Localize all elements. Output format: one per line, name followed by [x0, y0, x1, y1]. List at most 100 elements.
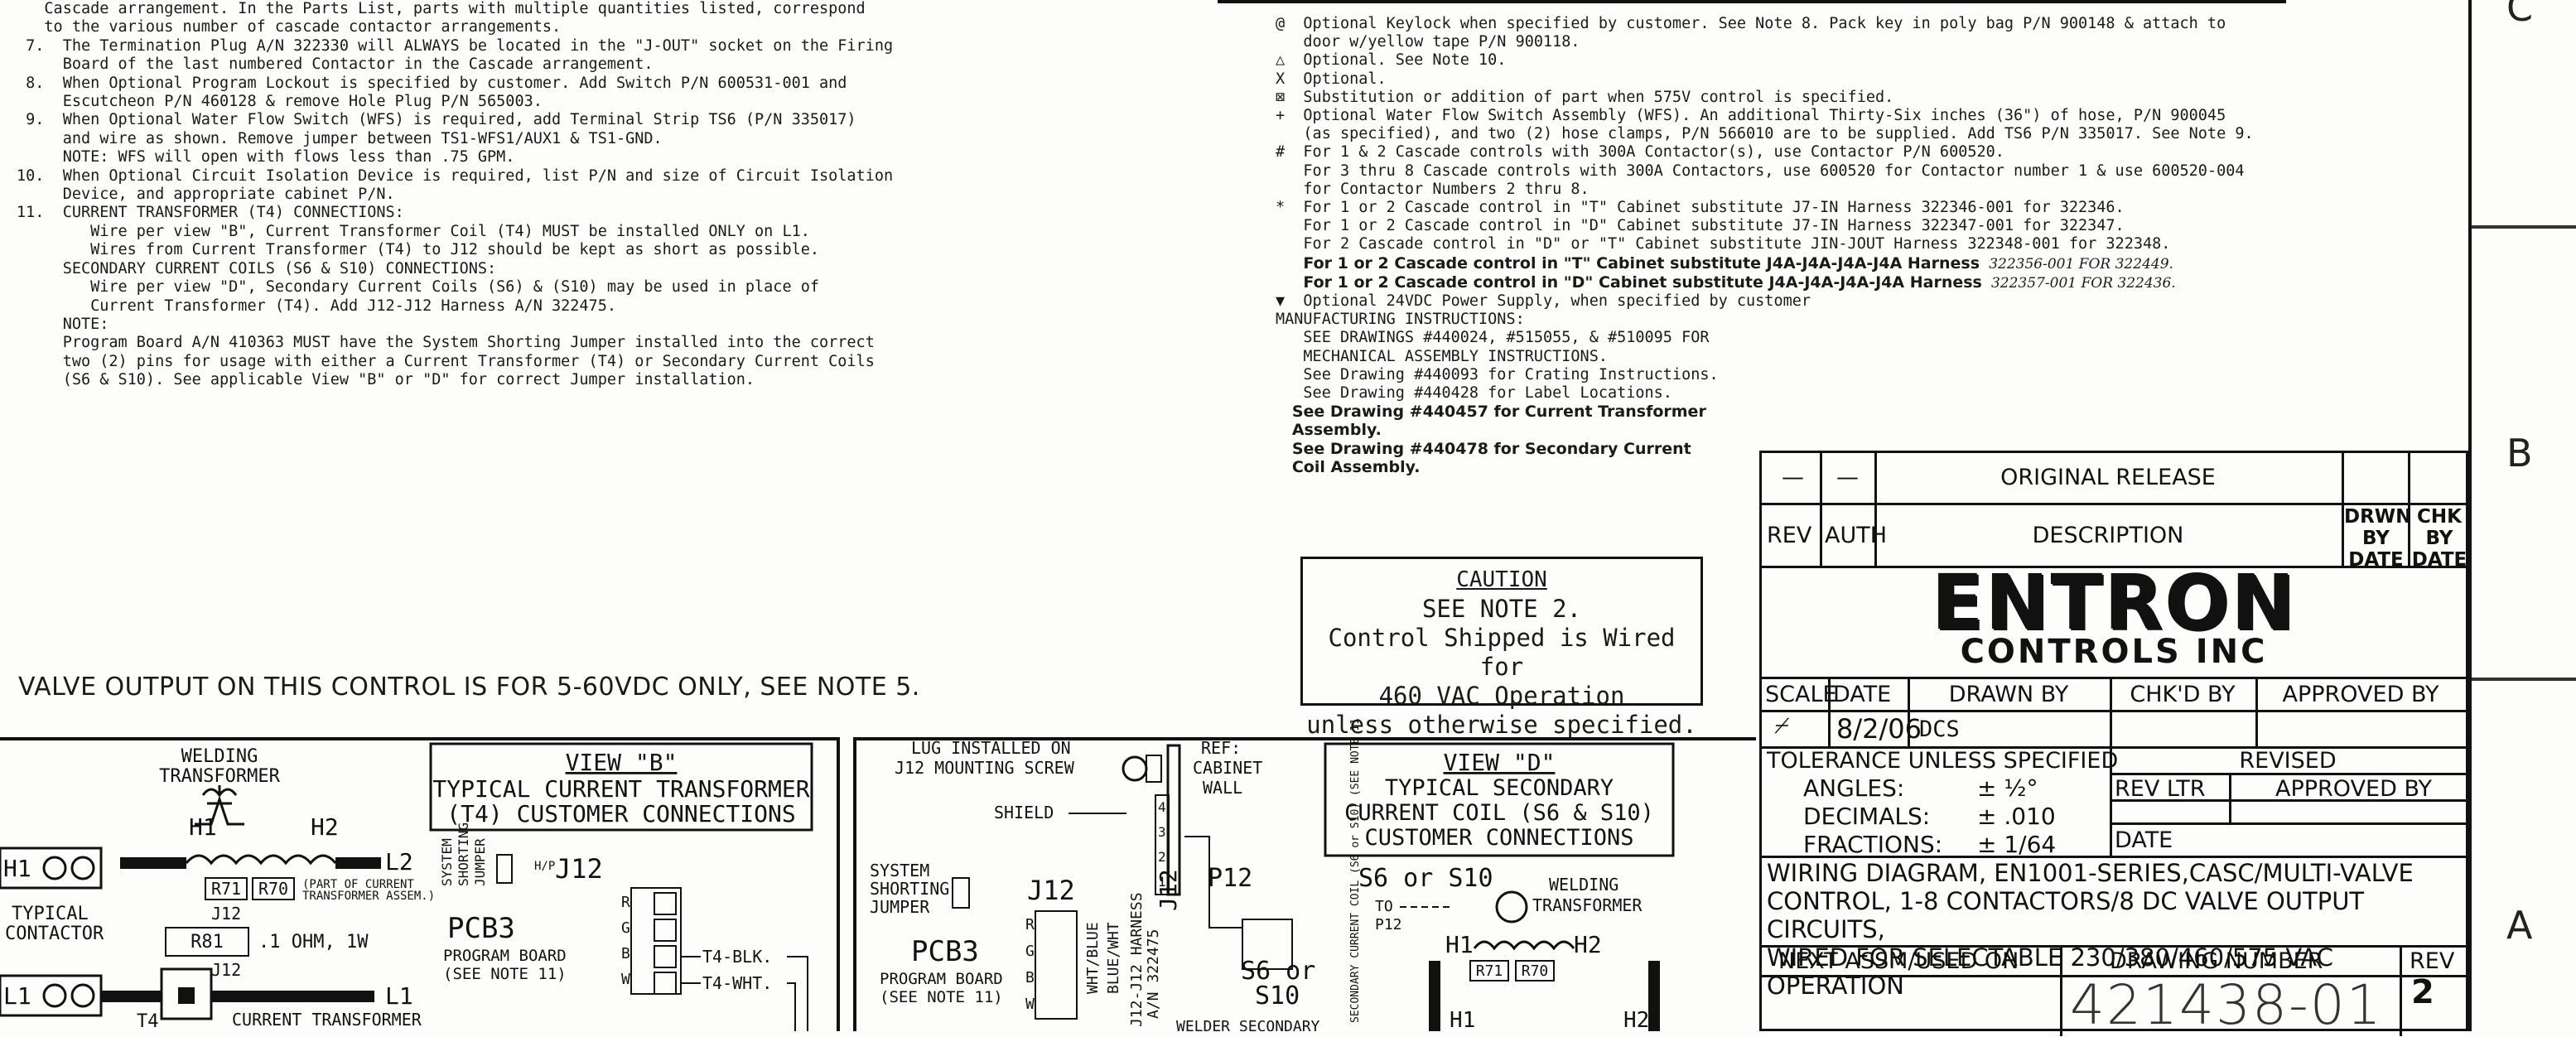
handwritten-note: 322356-001 FOR 322449. [1989, 255, 2173, 273]
transformer-label: TRANSFORMER [1532, 895, 1643, 915]
secondary-bar [120, 857, 186, 869]
h1-terminal-label: H1 [3, 855, 31, 882]
title-line: WIRED FOR SELECTABLE 230/380/460/575 VAC… [1767, 943, 2333, 1000]
scale-value: ⌿ [1773, 713, 1787, 739]
caution-title: CAUTION [1456, 567, 1547, 592]
by-label: BY [2425, 528, 2453, 549]
date-label: DATE [2348, 549, 2404, 571]
note-line: Cascade arrangement. In the Parts List, … [17, 0, 866, 17]
ref-label: REF: [1201, 738, 1241, 758]
s10-label: S10 [1255, 982, 1300, 1010]
view-b-title: VIEW "B" [566, 749, 678, 776]
chk-label: CHK [2417, 506, 2462, 528]
ref-label: WALL [1203, 778, 1242, 798]
logo-sub: CONTROLS INC [1960, 633, 2268, 671]
legend-bold-line: For 1 or 2 Cascade control in "D" Cabine… [1276, 273, 2369, 292]
date-label: DATE [2411, 549, 2467, 571]
ref-label: CABINET [1193, 758, 1262, 778]
note-line: to the various number of cascade contact… [17, 18, 562, 36]
note-line: Current Transformer (T4). Add J12-J12 Ha… [17, 297, 616, 315]
note-line: SECONDARY CURRENT COILS (S6 & S10) CONNE… [17, 259, 497, 277]
valve-output-note: VALVE OUTPUT ON THIS CONTROL IS FOR 5-60… [18, 673, 920, 702]
note-line: 10. When Optional Circuit Isolation Devi… [17, 166, 894, 185]
title-line: WIRING DIAGRAM, EN1001-SERIES,CASC/MULTI… [1767, 859, 2414, 887]
chkd-by-header: CHK'D BY [2130, 682, 2236, 707]
legend-line: SEE DRAWINGS #440024, #515055, & #510095… [1276, 329, 1710, 347]
jumper-label: JUMPER [472, 838, 488, 886]
note-line: Wire per view "B", Current Transformer C… [17, 222, 810, 240]
note-line: 7. The Termination Plug A/N 322330 will … [17, 36, 894, 55]
legend-line: See Drawing #440428 for Label Locations. [1276, 384, 1672, 403]
pin-4: 4 [1158, 799, 1166, 815]
approved-by-header: APPROVED BY [2282, 682, 2439, 707]
program-board-label: PROGRAM BOARD [880, 970, 1003, 988]
drwn-label: DRWN [2344, 506, 2412, 528]
t4-blk-label: T4-BLK. [702, 947, 772, 967]
j12-wire-label: J12 [211, 960, 241, 980]
pin-g: G [621, 919, 630, 937]
shorting-label: SHORTING [456, 822, 471, 886]
part-of-ct-label: TRANSFORMER ASSEM.) [302, 890, 435, 903]
legend-line: See Drawing #440478 for Secondary Curren… [1276, 439, 1691, 458]
p12-label: P12 [1375, 916, 1402, 933]
legend-line: * For 1 or 2 Cascade control in "T" Cabi… [1276, 199, 2125, 217]
ohm-label: .1 OHM, 1W [258, 932, 369, 953]
description-header: DESCRIPTION [2032, 523, 2184, 548]
j12-header: J12 [555, 853, 603, 885]
to-label: TO [1375, 898, 1393, 915]
note-line: 9. When Optional Water Flow Switch (WFS)… [17, 111, 856, 129]
legend-line: @ Optional Keylock when specified by cus… [1276, 15, 2226, 32]
coil-note: SECONDARY CURRENT COIL (S6 or S10) (SEE … [1349, 712, 1362, 1023]
view-d-diagram: LUG INSTALLED ON J12 MOUNTING SCREW REF:… [870, 712, 1675, 1031]
note-line: Board of the last numbered Contactor in … [17, 55, 654, 74]
h2-secondary-label: H2 [1623, 1008, 1649, 1031]
decimals-label: DECIMALS: [1803, 803, 1931, 830]
view-b-diagram: WELDING TRANSFORMER H1 H2 L2 R71 R70 (PA… [0, 742, 813, 1031]
view-d-title: VIEW "D" [1444, 749, 1556, 776]
lug-icon [1122, 755, 1148, 782]
rev-header: REV [2410, 948, 2455, 974]
pin-r: R [621, 894, 630, 911]
legend-line: For 1 or 2 Cascade control in "D" Cabine… [1276, 217, 2125, 235]
fractions-value: ± 1/64 [1977, 831, 2057, 858]
note-line: 8. When Optional Program Lockout is spec… [17, 74, 847, 92]
shield-label: SHIELD [994, 803, 1054, 822]
h2-label: H2 [311, 813, 339, 841]
program-board-label: PROGRAM BOARD [443, 947, 567, 965]
s6-or-s10-label: S6 or S10 [1358, 864, 1493, 893]
angles-value: ± ½° [1977, 774, 2038, 802]
system-label: SYSTEM [870, 861, 929, 880]
symbol-legend: @ Optional Keylock when specified by cus… [1276, 15, 2369, 476]
legend-line: Assembly. [1276, 421, 1382, 440]
t4-wht-label: T4-WHT. [702, 973, 772, 993]
caution-line: Control Shipped is Wired for [1328, 624, 1676, 681]
pin-1: 1 [1158, 874, 1166, 890]
rev-header: REV [1767, 523, 1812, 548]
h1-label: H1 [1445, 931, 1474, 958]
blue-wht-label: BLUE/WHT [1105, 922, 1122, 994]
j12-wire-label: J12 [211, 904, 241, 924]
date-header: DATE [1833, 682, 1892, 707]
date-header: DATE [2115, 827, 2173, 853]
legend-line: Coil Assembly. [1276, 457, 1421, 476]
logo-main: ENTRON [1931, 558, 2297, 647]
p12-label: P12 [1208, 864, 1252, 893]
system-label: SYSTEM [439, 838, 455, 886]
typical-label: TYPICAL [12, 904, 89, 924]
r70-label: R70 [1522, 962, 1549, 980]
pin-2: 2 [1158, 849, 1166, 865]
pin-b: B [621, 945, 630, 962]
note-line: and wire as shown. Remove jumper between… [17, 129, 663, 147]
caution-box: CAUTION SEE NOTE 2. Control Shipped is W… [1300, 557, 1703, 739]
legend-bold-text: For 1 or 2 Cascade control in "D" Cabine… [1303, 273, 1982, 292]
drawing-title: WIRING DIAGRAM, EN1001-SERIES,CASC/MULTI… [1767, 859, 2466, 1000]
drawing-number: 421438-01 [2070, 973, 2383, 1037]
tolerance-header: TOLERANCE UNLESS SPECIFIED [1767, 748, 2119, 774]
pin-b: B [1025, 969, 1035, 986]
legend-line: + Optional Water Flow Switch Assembly (W… [1276, 107, 2226, 125]
general-notes: Cascade arrangement. In the Parts List, … [17, 0, 1011, 390]
legend-line: door w/yellow tape P/N 900118. [1276, 33, 1580, 51]
company-logo: ENTRON CONTROLS INC [1762, 558, 2466, 677]
pin-r: R [1025, 916, 1035, 933]
caution-line: unless otherwise specified. [1306, 711, 1697, 739]
